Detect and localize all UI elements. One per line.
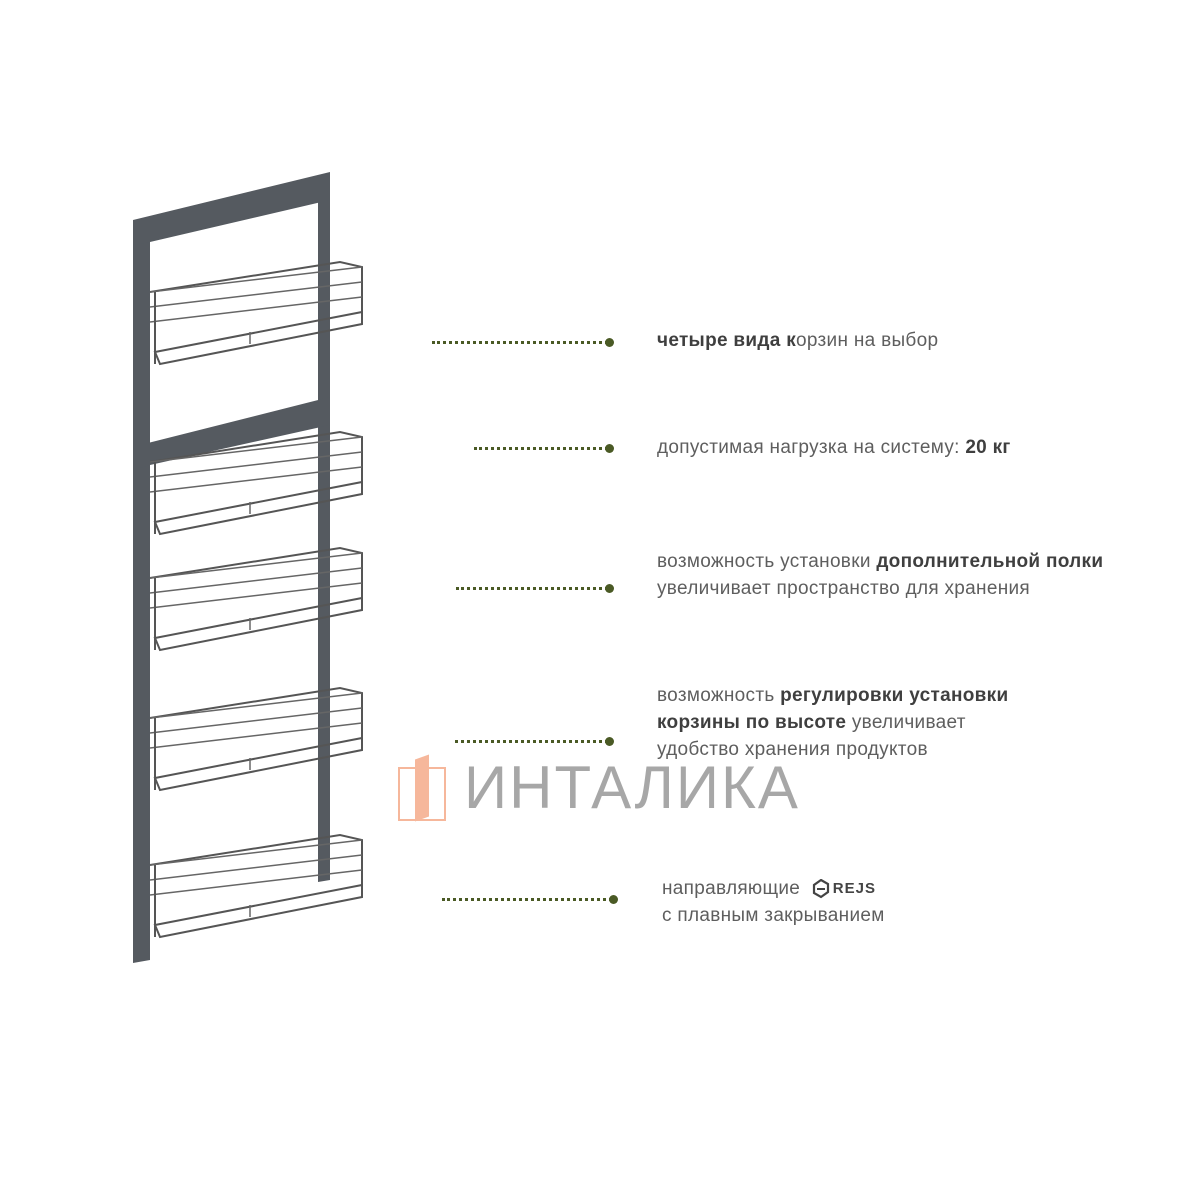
rack-middle-bar <box>140 397 330 468</box>
basket-2-wire <box>149 466 363 493</box>
feature-text: с плавным закрыванием <box>662 905 885 927</box>
basket-4-bottom <box>153 736 363 792</box>
feature-text: возможность <box>657 685 781 706</box>
intalika-logo-icon <box>398 754 446 822</box>
basket-1-wire <box>149 281 363 308</box>
pointer-dots-3 <box>456 584 614 593</box>
feature-text-bold: регулировки установки корзины по высоте <box>657 685 1009 733</box>
basket-1-rim <box>149 260 363 312</box>
pointer-dots-5 <box>442 895 618 904</box>
basket-1-wire <box>149 266 363 293</box>
feature-rejs-slides: направляющие REJS с плавным закрыванием <box>662 875 885 929</box>
basket-5-wire <box>149 854 363 881</box>
feature-extra-shelf: возможность установки дополнительной пол… <box>657 548 1147 602</box>
basket-3-wire <box>149 552 363 579</box>
basket-3-wire <box>149 582 363 609</box>
feature-text-bold: дополнительной полки <box>876 551 1104 572</box>
basket-2-rim <box>149 430 363 482</box>
basket-4-rim <box>149 686 363 738</box>
basket-5-wire <box>149 839 363 866</box>
basket-2-wire <box>149 451 363 478</box>
basket-5-wire <box>149 869 363 896</box>
basket-3-rim <box>149 546 363 598</box>
rejs-logo-text: REJS <box>832 880 876 898</box>
feature-text: увеличивает пространство для хранения <box>657 578 1030 599</box>
basket-2-bottom <box>153 480 363 536</box>
basket-4-wire <box>149 692 363 719</box>
basket-1-wire <box>149 296 363 323</box>
feature-text-bold: четыре вида к <box>657 330 797 351</box>
feature-text: возможность установки <box>657 551 877 572</box>
rejs-logo: REJS <box>812 875 876 902</box>
basket-4-wire <box>149 722 363 749</box>
pointer-dots-4 <box>455 737 614 746</box>
basket-4-wire <box>149 707 363 734</box>
feature-basket-types: четыре вида корзин на выбор <box>657 327 938 354</box>
pointer-dots-1 <box>432 338 614 347</box>
feature-text: орзин на выбор <box>796 330 939 351</box>
rejs-logo-icon <box>812 878 829 899</box>
feature-load: допустимая нагрузка на систему: 20 кг <box>657 434 1011 461</box>
feature-text-bold: 20 кг <box>965 437 1011 458</box>
pointer-dots-2 <box>474 444 614 453</box>
rack-left-post <box>133 232 150 963</box>
basket-3-bottom <box>153 596 363 652</box>
rack-right-post <box>318 193 330 882</box>
basket-3-wire <box>149 567 363 594</box>
rack-top-bar <box>133 172 330 245</box>
basket-1-bottom <box>153 310 363 366</box>
intalika-watermark: ИНТАЛИКА <box>398 754 800 822</box>
feature-text: увеличивает удобство хранения продуктов <box>657 712 966 760</box>
basket-5-bottom <box>153 883 363 939</box>
basket-5-rim <box>149 833 363 885</box>
feature-text: направляющие <box>662 878 806 899</box>
watermark-text: ИНТАЛИКА <box>464 754 800 821</box>
basket-2-wire <box>149 436 363 463</box>
feature-text: допустимая нагрузка на систему: <box>657 437 966 458</box>
feature-height-adjust: возможность регулировки установки корзин… <box>657 682 1042 763</box>
